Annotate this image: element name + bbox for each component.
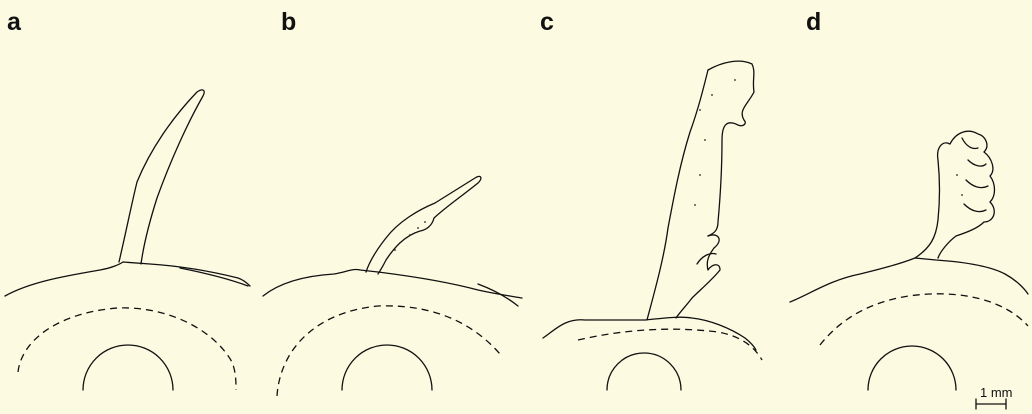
panel-a-inner-dashed-boundary xyxy=(18,308,236,390)
panel-b-drawing xyxy=(263,176,522,396)
panel-d-crown-lobe-4 xyxy=(964,204,986,212)
panel-d-core-arc xyxy=(868,346,956,390)
panel-c-spine-left xyxy=(647,70,708,320)
panel-c-branch-inner xyxy=(697,253,716,264)
panel-c-core-arc xyxy=(607,353,681,390)
panel-c-side-branch xyxy=(676,235,720,318)
stipple-texture xyxy=(394,79,963,251)
panel-d-crown-lobe-3 xyxy=(966,180,988,188)
panel-b-core-arc xyxy=(342,345,432,390)
panel-c-inner-dashed-boundary xyxy=(578,329,762,360)
panel-d-drawing xyxy=(790,131,1028,390)
panel-d-crown-lobe-1 xyxy=(962,138,978,149)
panel-d-crown-lobe-2 xyxy=(968,160,986,166)
panel-d-stalk xyxy=(915,143,950,258)
panel-d-crown xyxy=(938,131,995,258)
panel-c-drawing xyxy=(543,61,762,390)
panel-a-surface-outline xyxy=(5,262,250,296)
scale-bar-label: 1 mm xyxy=(980,386,1013,399)
panel-a-drawing xyxy=(5,90,250,390)
panel-a-core-arc xyxy=(83,345,173,390)
panel-a-surface-inner-line xyxy=(180,268,248,286)
panel-b-surface-inner-line xyxy=(478,284,518,306)
panel-c-spine-tip xyxy=(708,61,754,236)
panel-b-inner-dashed-boundary xyxy=(277,306,500,396)
scale-bar xyxy=(976,399,1006,409)
panel-b-spine xyxy=(366,176,481,274)
panel-a-spine xyxy=(119,90,204,264)
panel-b-surface-outline xyxy=(263,269,522,298)
panel-d-inner-dashed-boundary xyxy=(820,294,1028,345)
panel-d-surface-outline xyxy=(790,258,1028,302)
